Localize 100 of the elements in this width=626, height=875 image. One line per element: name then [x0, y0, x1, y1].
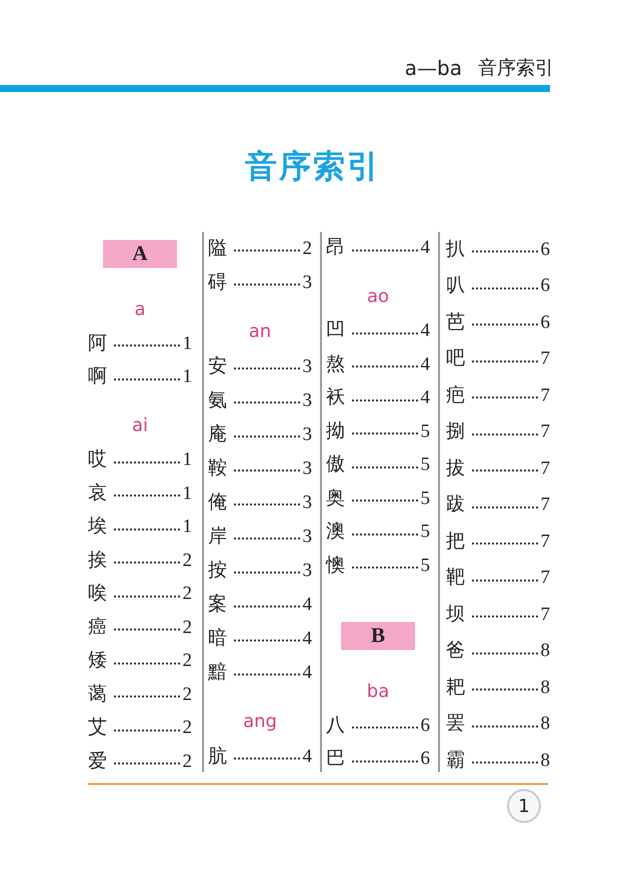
page-number: 5	[420, 522, 430, 542]
character-entry: 芭	[446, 312, 466, 332]
character-entry: 蔼	[88, 684, 108, 704]
page-number: 4	[420, 238, 430, 258]
character-entry: 埃	[88, 517, 108, 536]
header-title: 音序索引	[478, 59, 554, 78]
character-entry: 爸	[446, 641, 466, 660]
character-entry: 把	[446, 532, 466, 551]
page-number: 6	[420, 716, 430, 735]
page-number: 5	[420, 488, 430, 508]
page-number: 2	[182, 752, 192, 771]
pinyin-heading: an	[248, 323, 272, 341]
page-number: 7	[540, 568, 550, 588]
character-entry: 俺	[208, 492, 228, 512]
character-entry: 疤	[446, 386, 466, 405]
header-range: a—ba	[404, 58, 462, 78]
page-number: 8	[540, 678, 550, 697]
character-entry: 黯	[208, 662, 228, 682]
character-entry: 澳	[326, 522, 346, 542]
character-entry: 爱	[88, 752, 108, 771]
page-number: 3	[302, 390, 312, 410]
character-entry: 哎	[88, 450, 108, 470]
character-entry: 袄	[326, 388, 346, 408]
character-entry: 懊	[326, 556, 346, 575]
character-entry: 坝	[446, 604, 466, 624]
character-entry: 挨	[88, 550, 108, 570]
page-number: 7	[540, 349, 550, 368]
pinyin-heading: a	[134, 300, 146, 319]
character-entry: 叭	[446, 276, 466, 296]
character-entry: 鞍	[208, 458, 228, 478]
page-number: 1	[182, 450, 192, 470]
page-number: 3	[302, 272, 312, 292]
page-number: 1	[182, 367, 192, 386]
character-entry: 癌	[88, 618, 108, 637]
character-entry: 熬	[326, 354, 346, 374]
page-number: 1	[182, 484, 192, 503]
character-entry: 唉	[88, 584, 108, 604]
pinyin-heading: ao	[366, 288, 390, 306]
page-number: 4	[420, 321, 430, 340]
character-entry: 八	[326, 716, 346, 735]
character-entry: 隘	[208, 238, 228, 258]
page-number: 4	[302, 594, 312, 614]
page-number: 2	[182, 550, 192, 570]
page-number: 5	[420, 422, 430, 441]
character-entry: 凹	[326, 321, 346, 340]
page-number: 3	[302, 526, 312, 546]
page-number: 4	[420, 354, 430, 374]
character-entry: 艾	[88, 718, 108, 738]
letter-heading-box: B	[341, 622, 415, 650]
page-number: 3	[302, 560, 312, 580]
pinyin-heading: ang	[243, 713, 277, 731]
pinyin-heading: ai	[132, 417, 148, 436]
page-number: 4	[420, 388, 430, 408]
page-number: 8	[540, 641, 550, 660]
character-entry: 奥	[326, 488, 346, 508]
character-entry: 罢	[446, 714, 466, 734]
character-entry: 案	[208, 594, 228, 614]
page-number: 8	[540, 714, 550, 734]
page-number: 4	[302, 746, 312, 766]
character-entry: 暗	[208, 628, 228, 648]
character-entry: 巴	[326, 749, 346, 768]
pinyin-heading: ba	[366, 682, 390, 701]
page-number: 2	[182, 718, 192, 738]
page-number: 6	[540, 276, 550, 296]
page-number: 5	[420, 556, 430, 575]
character-entry: 扒	[446, 240, 466, 259]
page-number: 7	[540, 422, 550, 442]
character-entry: 矮	[88, 651, 108, 670]
character-entry: 氨	[208, 390, 228, 410]
character-entry: 阿	[88, 334, 108, 353]
page-number: 6	[540, 240, 550, 259]
character-entry: 昂	[326, 238, 346, 258]
page-number: 3	[302, 492, 312, 512]
page-number: 3	[302, 424, 312, 444]
page-number: 4	[302, 662, 312, 682]
page-number: 7	[540, 386, 550, 405]
page-number: 4	[302, 628, 312, 648]
letter-heading-box: A	[103, 240, 177, 268]
character-entry: 耙	[446, 678, 466, 697]
character-entry: 拗	[326, 422, 346, 441]
page-number: 1	[182, 517, 192, 536]
character-entry: 拔	[446, 458, 466, 478]
character-entry: 岸	[208, 526, 228, 546]
page-number: 7	[540, 532, 550, 551]
character-entry: 霸	[446, 750, 466, 770]
page-number: 3	[302, 356, 312, 376]
character-entry: 按	[208, 560, 228, 580]
page-number: 6	[540, 312, 550, 332]
character-entry: 安	[208, 356, 228, 376]
page-number: 2	[182, 618, 192, 637]
character-entry: 庵	[208, 424, 228, 444]
page-number: 2	[182, 584, 192, 604]
page-number: 6	[420, 749, 430, 768]
character-entry: 跋	[446, 495, 466, 514]
character-entry: 捌	[446, 422, 466, 442]
page-number: 2	[182, 684, 192, 704]
character-entry: 吧	[446, 349, 466, 368]
page-number: 3	[302, 458, 312, 478]
page-title: 音序索引	[245, 150, 381, 182]
character-entry: 靶	[446, 568, 466, 588]
